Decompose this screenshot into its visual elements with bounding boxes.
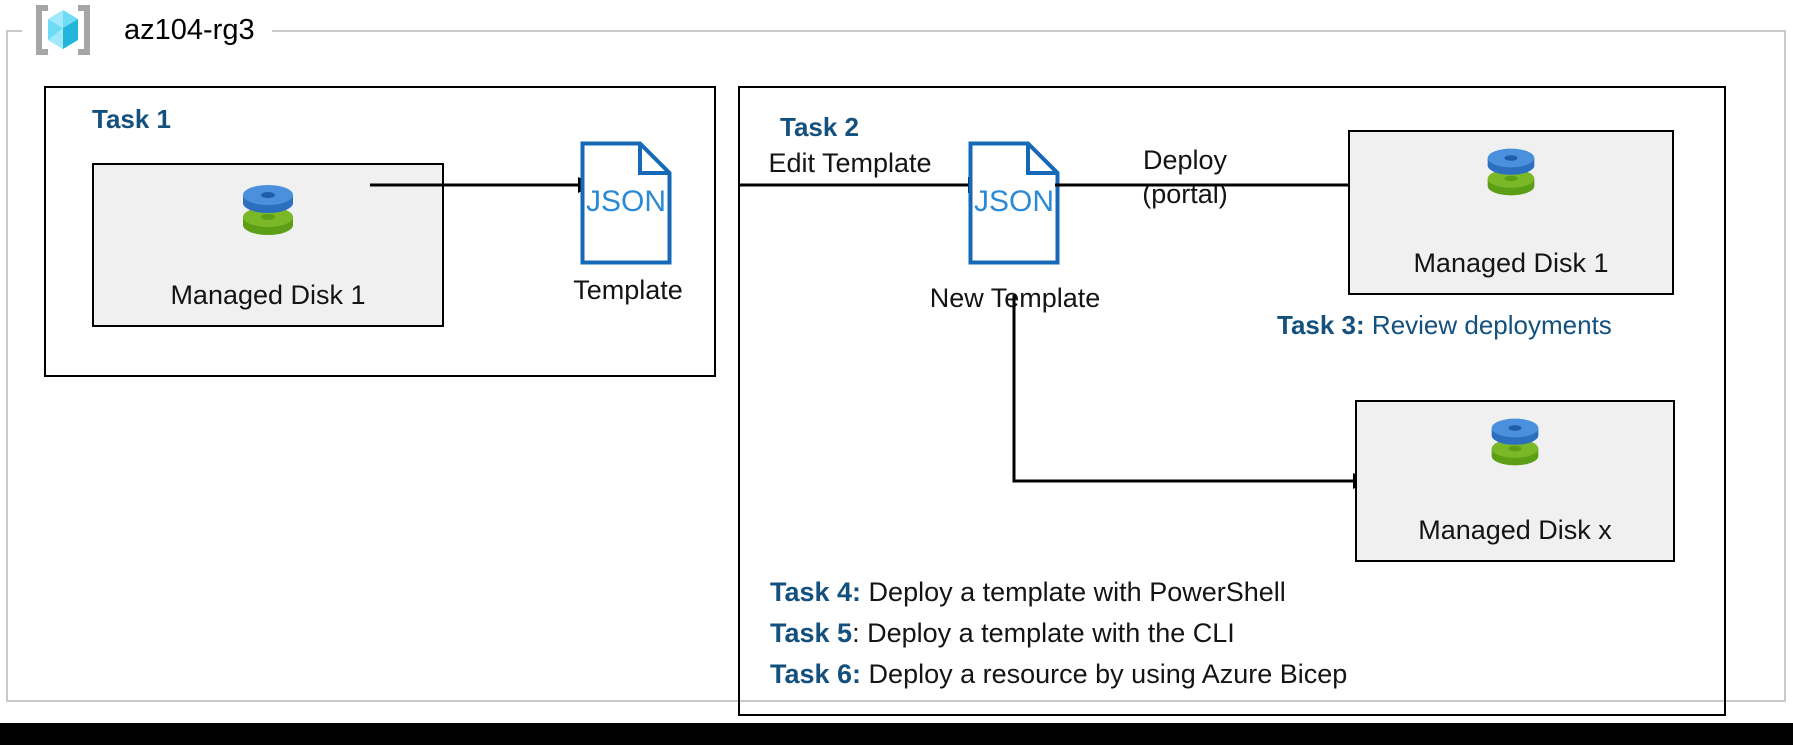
- task-6-note: Task 6: Deploy a resource by using Azure…: [770, 654, 1347, 695]
- managed-disk-1-source-box: Managed Disk 1: [92, 163, 444, 327]
- svg-text:JSON: JSON: [974, 185, 1054, 218]
- template-caption-1: Template: [573, 275, 683, 305]
- managed-disk-icon: [1350, 144, 1672, 200]
- managed-disk-1-deployed-label: Managed Disk 1: [1413, 248, 1609, 278]
- task-notes-list: Task 4: Deploy a template with PowerShel…: [770, 572, 1347, 695]
- managed-disk-icon: [94, 181, 442, 239]
- edge-label-deploy-portal: Deploy (portal): [1095, 143, 1275, 211]
- managed-disk-1-source-label: Managed Disk 1: [170, 280, 366, 310]
- managed-disk-x-label: Managed Disk x: [1418, 515, 1612, 545]
- svg-text:JSON: JSON: [586, 185, 666, 218]
- json-template-document-1: JSON: [580, 141, 672, 265]
- task-1-heading: Task 1: [92, 104, 172, 134]
- managed-disk-x-box: Managed Disk x: [1355, 400, 1675, 562]
- managed-disk-icon: [1357, 414, 1673, 470]
- task-3-key: Task 3:: [1277, 310, 1365, 340]
- resource-group-name: az104-rg3: [124, 14, 255, 46]
- json-template-document-2: JSON: [968, 141, 1060, 265]
- task-5-key: Task 5: [770, 618, 853, 648]
- task-5-note: Task 5: Deploy a template with the CLI: [770, 613, 1347, 654]
- task-5-separator: :: [852, 618, 868, 648]
- task-1-panel: [44, 86, 716, 377]
- edge-label-edit-template: Edit Template: [768, 148, 932, 178]
- task-3-description: Review deployments: [1364, 310, 1612, 340]
- edge-label-deploy-line2: (portal): [1142, 179, 1228, 209]
- managed-disk-1-deployed-box: Managed Disk 1: [1348, 130, 1674, 295]
- task-6-description: Deploy a resource by using Azure Bicep: [861, 659, 1348, 689]
- task-2-heading: Task 2: [780, 112, 860, 142]
- task-4-note: Task 4: Deploy a template with PowerShel…: [770, 572, 1347, 613]
- new-template-caption: New Template: [929, 283, 1101, 313]
- task-3-note: Task 3: Review deployments: [1277, 305, 1612, 346]
- bottom-chrome-bar: [0, 723, 1793, 745]
- task-4-key: Task 4:: [770, 577, 862, 607]
- resource-group-frame: [6, 30, 1786, 702]
- task-4-description: Deploy a template with PowerShell: [861, 577, 1286, 607]
- task-5-description: Deploy a template with the CLI: [867, 618, 1235, 648]
- azure-resource-group-cube-icon: [32, 2, 94, 58]
- task-2-panel: [738, 86, 1726, 716]
- task-6-key: Task 6:: [770, 659, 862, 689]
- edge-label-deploy-line1: Deploy: [1142, 145, 1228, 175]
